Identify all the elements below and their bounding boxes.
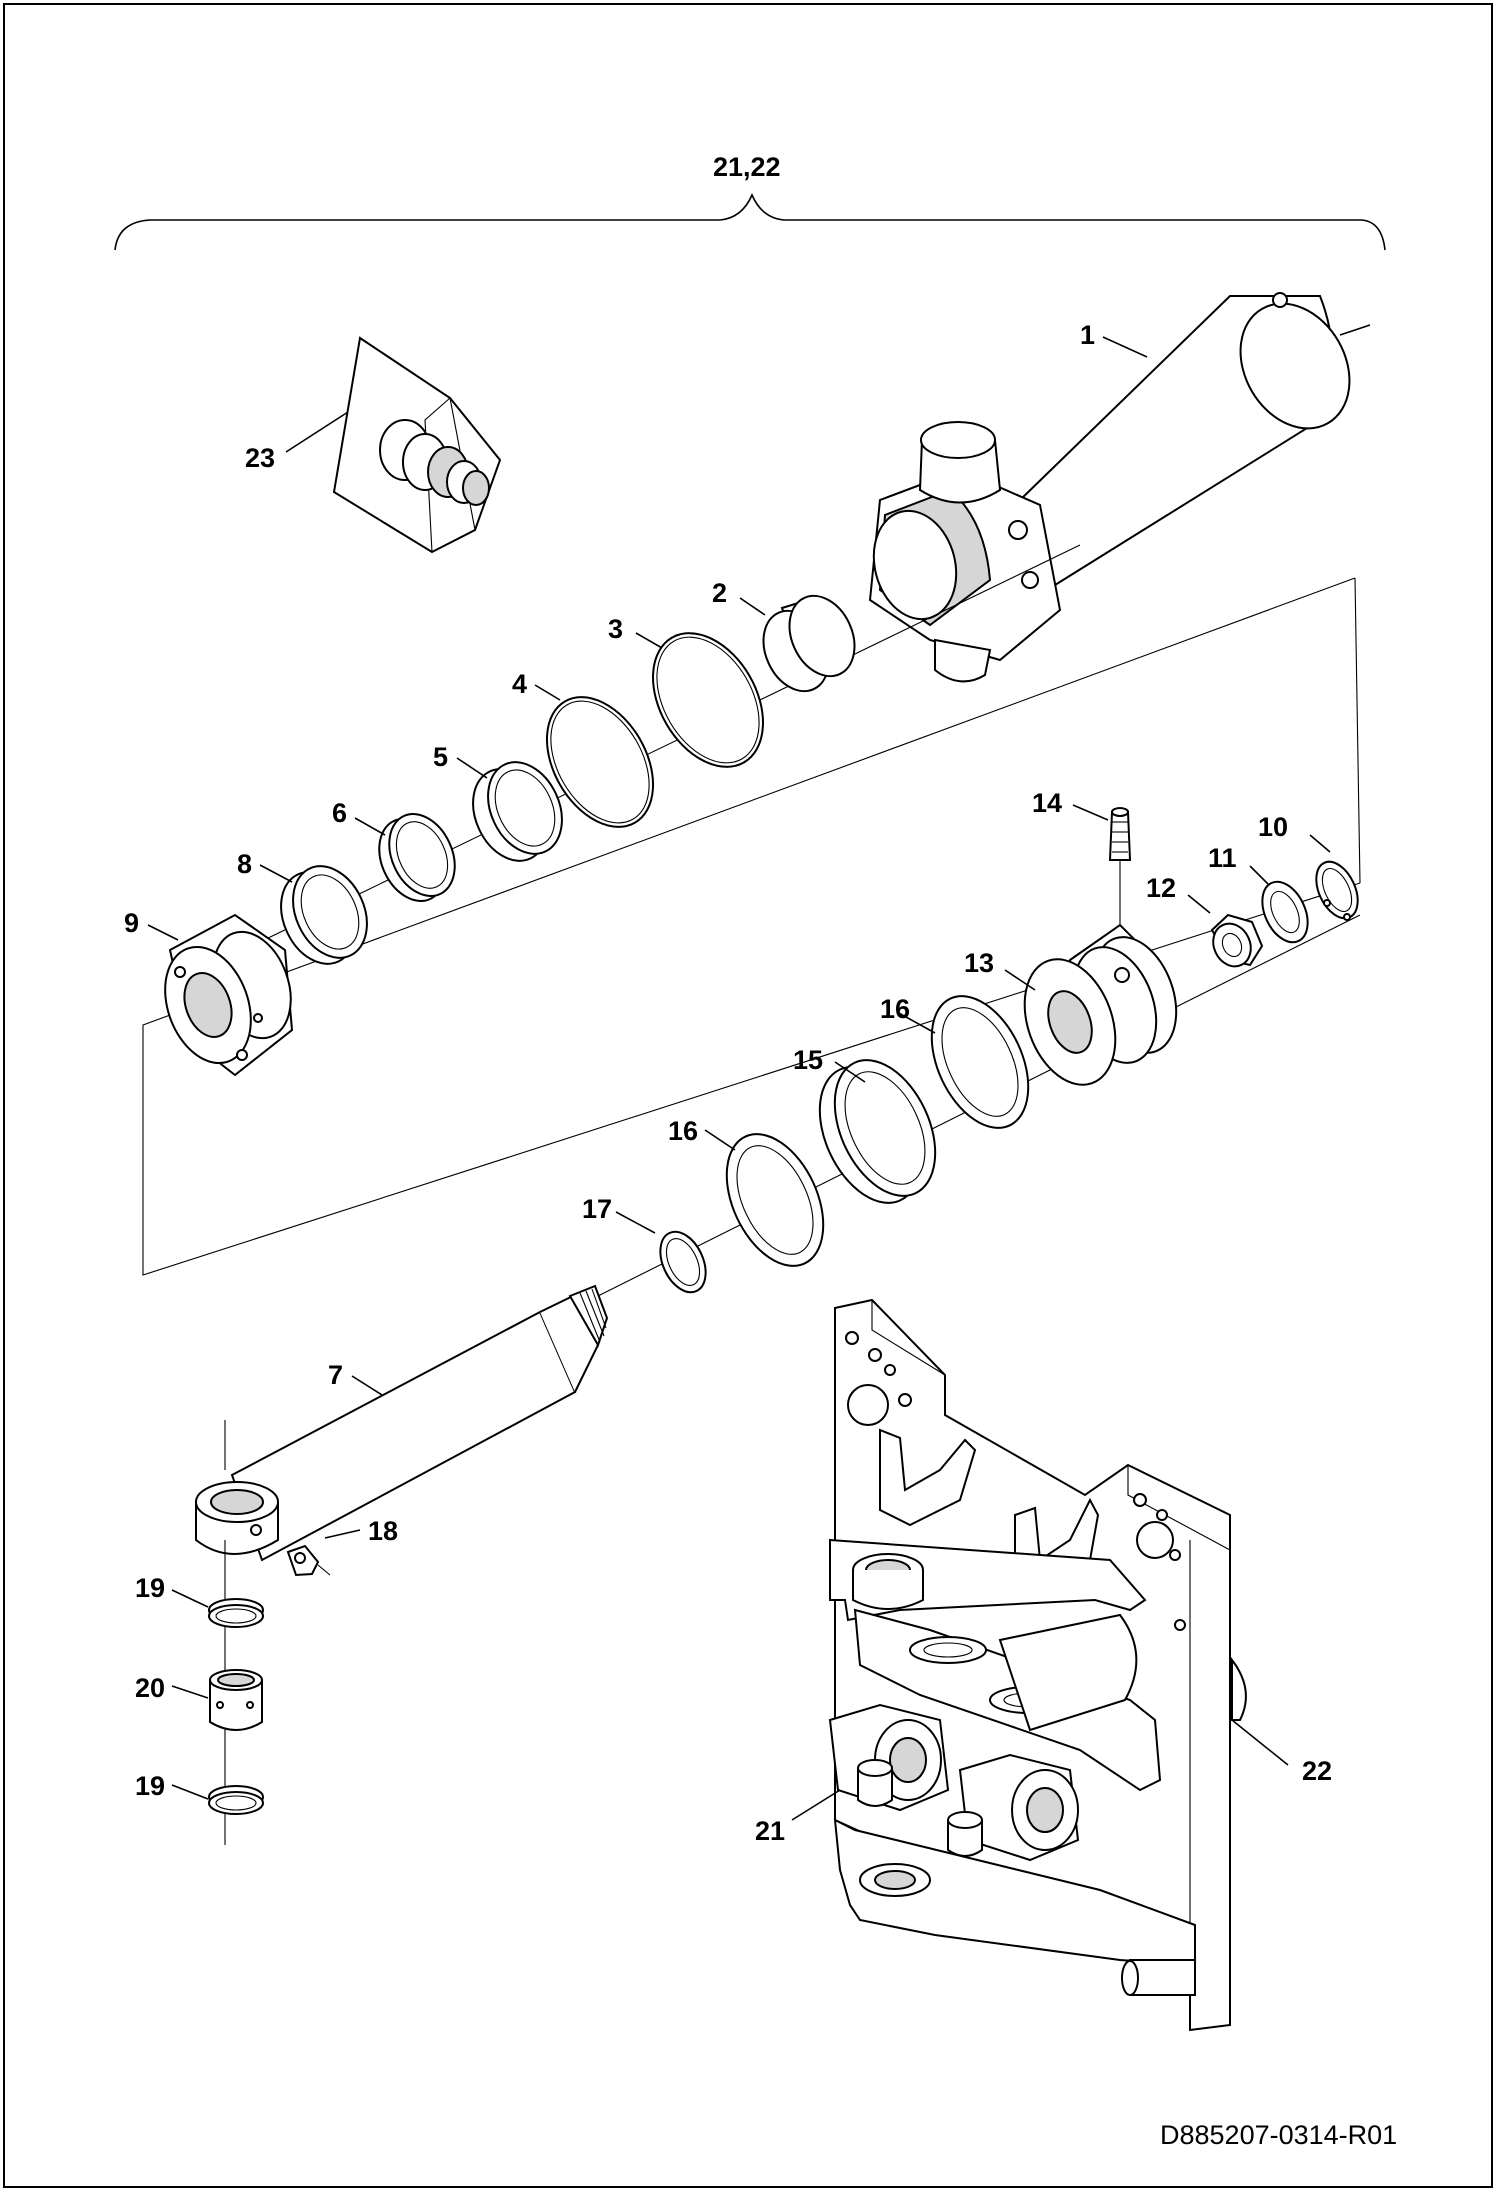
group-brace [114, 192, 1386, 251]
callout-3: 3 [608, 614, 623, 644]
callout-10: 10 [1258, 812, 1288, 842]
snap-ring-10 [1315, 860, 1359, 921]
callout-16-upper: 16 [880, 994, 910, 1024]
callout-22: 22 [1302, 1756, 1332, 1786]
assembly-outline [142, 577, 1361, 1276]
wear-ring-16-lower [725, 1133, 825, 1267]
callout-5: 5 [433, 742, 448, 772]
piston-rod-7 [195, 1284, 609, 1562]
callout-9: 9 [124, 908, 139, 938]
callout-14: 14 [1032, 788, 1062, 818]
document-id: D885207-0314-R01 [1160, 2120, 1397, 2150]
o-ring-3 [652, 632, 764, 768]
callout-18: 18 [368, 1516, 398, 1546]
callout-8: 8 [237, 849, 252, 879]
callout-4: 4 [512, 669, 527, 699]
callout-6: 6 [332, 798, 347, 828]
leader-lines [147, 336, 1331, 1821]
group-label: 21,22 [713, 152, 781, 182]
callout-1: 1 [1080, 320, 1095, 350]
callout-19-lower: 19 [135, 1771, 165, 1801]
callout-16-lower: 16 [668, 1116, 698, 1146]
callout-12: 12 [1146, 873, 1176, 903]
callout-21: 21 [755, 1816, 785, 1846]
bushing-2 [762, 594, 856, 693]
seal-5 [472, 761, 563, 862]
bushing-20 [209, 1669, 263, 1731]
washer-11 [1261, 880, 1309, 944]
callout-7: 7 [328, 1360, 343, 1390]
callout-13: 13 [964, 948, 994, 978]
callout-11: 11 [1208, 843, 1237, 873]
wear-ring-16-upper [930, 995, 1030, 1129]
swing-bracket-assembly [828, 1298, 1247, 2032]
grease-fitting-18 [286, 1544, 331, 1577]
seal-6 [378, 813, 456, 902]
callout-19-upper: 19 [135, 1573, 165, 1603]
seal-19-lower [208, 1785, 264, 1815]
cylinder-tube [868, 292, 1371, 683]
callout-15: 15 [793, 1045, 823, 1075]
o-ring-17 [659, 1230, 707, 1294]
callout-20: 20 [135, 1673, 165, 1703]
callout-2: 2 [712, 578, 727, 608]
piston-13 [1023, 923, 1178, 1086]
callout-23: 23 [245, 443, 275, 473]
callout-17: 17 [582, 1194, 612, 1224]
gland-9 [164, 913, 294, 1077]
drawing-frame [3, 3, 1493, 2188]
piston-seal-15 [818, 1059, 937, 1204]
wear-ring-8 [280, 865, 368, 965]
o-ring-4 [545, 696, 655, 828]
seal-kit-package [332, 336, 502, 554]
nut-12 [1210, 913, 1264, 968]
seal-19-upper [208, 1598, 264, 1628]
